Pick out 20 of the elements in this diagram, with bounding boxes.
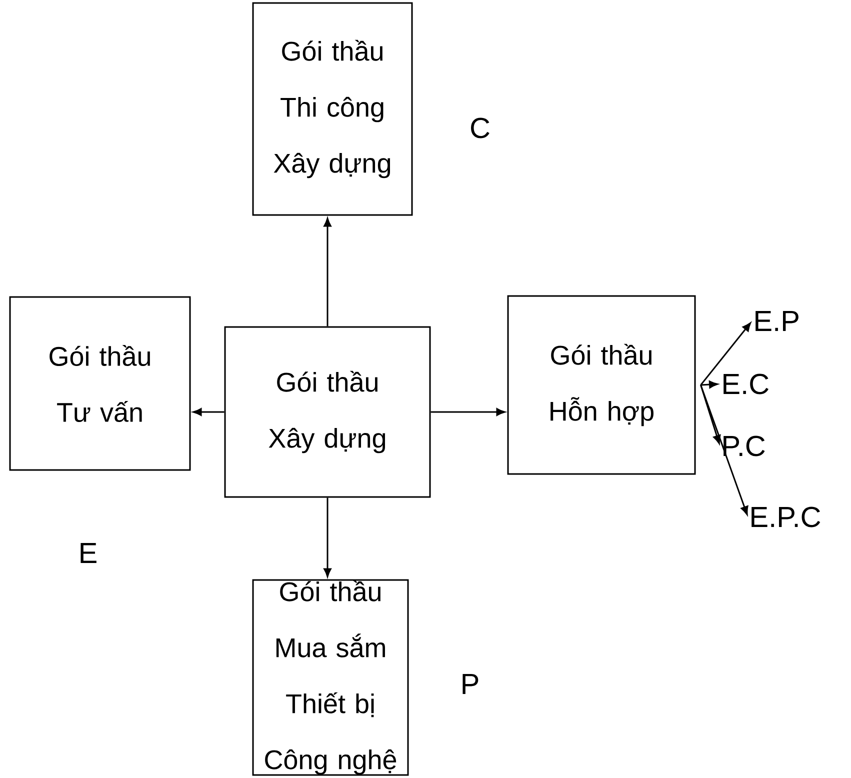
arrow xyxy=(700,384,748,516)
side-label: C xyxy=(471,118,490,138)
box: Gói thầu Xây dựng xyxy=(224,326,431,498)
box: Gói thầu Thi công Xây dựng xyxy=(252,2,413,216)
box: Gói thầu Hỗn hợp xyxy=(507,295,696,475)
arrow xyxy=(324,218,332,326)
branch-label: E.P.C xyxy=(752,506,820,528)
side-label: E xyxy=(80,543,96,563)
arrow xyxy=(700,322,751,386)
arrow xyxy=(430,408,506,416)
branch-label: E.C xyxy=(724,374,768,394)
branch-label: P.C xyxy=(724,436,765,456)
arrow xyxy=(700,384,721,444)
box: Gói thầu Mua sắm Thiết bị Công nghệ xyxy=(252,579,409,776)
arrow xyxy=(700,380,718,388)
box: Gói thầu Tư vấn xyxy=(9,296,191,471)
arrow xyxy=(324,498,332,578)
side-label: P xyxy=(462,674,478,694)
arrow xyxy=(192,408,224,416)
branch-label: E.P xyxy=(756,311,798,331)
